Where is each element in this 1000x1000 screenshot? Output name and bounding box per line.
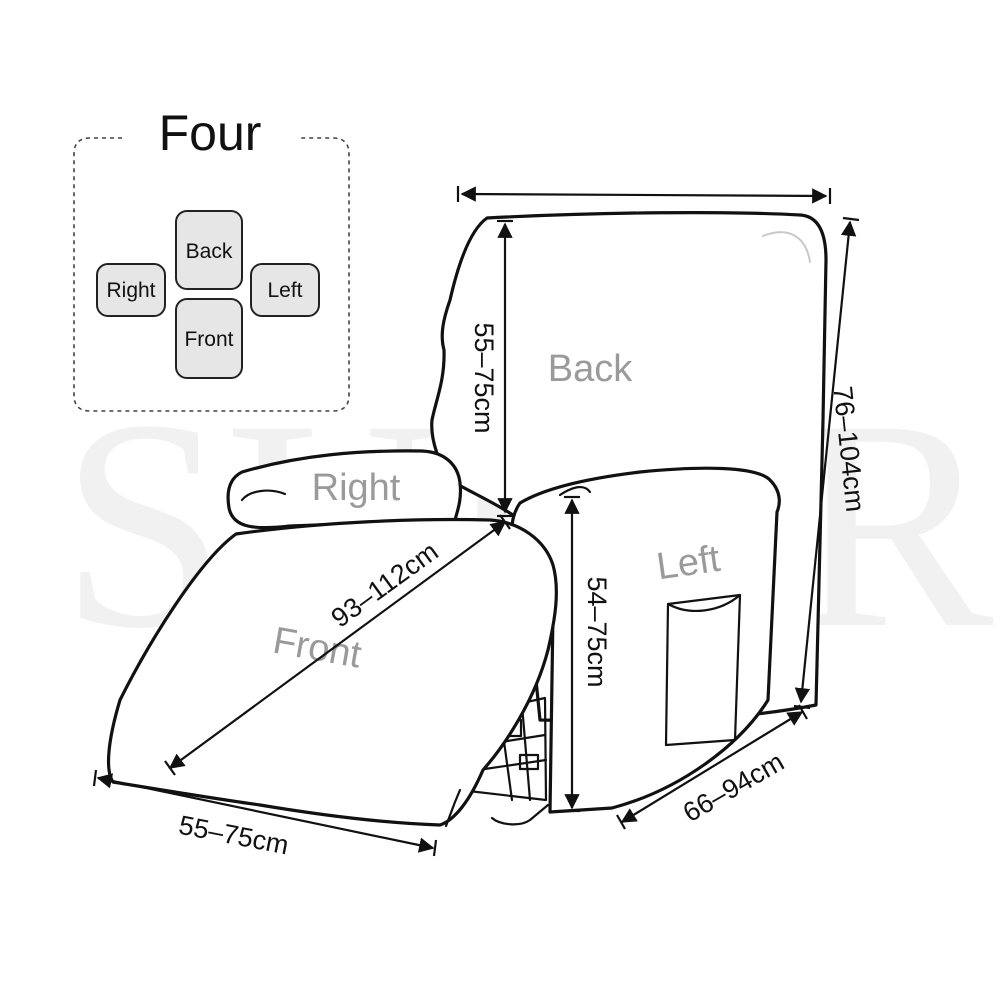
legend-key-left xyxy=(250,263,320,317)
dim-cap-total-height-bottom xyxy=(793,704,811,710)
dim-line-depth xyxy=(620,711,804,823)
legend-key-back-label: Back xyxy=(186,240,233,263)
part-label-right: Right xyxy=(312,467,401,509)
right-arm-seam xyxy=(240,489,287,502)
part-label-left: Left xyxy=(654,538,723,588)
dim-cap-depth-left xyxy=(616,814,626,830)
right-arm-shape xyxy=(226,449,463,530)
legend-key-front xyxy=(175,298,243,379)
dim-arm-height-text: 54–75cm xyxy=(582,576,612,687)
dim-cap-total-height-top xyxy=(842,216,860,222)
legend-key-back xyxy=(175,210,243,290)
dimension-lines xyxy=(92,186,860,857)
legend-key-right xyxy=(96,263,166,317)
legend-title: Four xyxy=(159,105,262,161)
left-arm-seam xyxy=(558,486,592,497)
dim-line-total-height xyxy=(794,220,857,704)
legend-panel: Four Back Right Left Front xyxy=(73,105,350,412)
legend-key-right-label: Right xyxy=(106,279,155,302)
dim-line-footrest-width xyxy=(96,773,435,853)
part-label-back: Back xyxy=(548,348,633,390)
dim-cap-front-length-top xyxy=(499,514,511,530)
dim-footrest-width-text: 55–75cm xyxy=(176,810,291,861)
dim-line-front-length xyxy=(168,521,507,769)
legend-border xyxy=(73,137,350,412)
legend-key-left-label: Left xyxy=(267,279,302,302)
dim-cap-footrest-width-right xyxy=(432,839,438,857)
legend-key-front-label: Front xyxy=(184,328,233,351)
dim-back-height-text: 55–75cm xyxy=(469,322,499,433)
dim-cap-footrest-width-left xyxy=(92,769,98,787)
dim-line-top-width xyxy=(460,186,828,204)
dim-cap-depth-right xyxy=(798,704,808,720)
footrest-edge xyxy=(444,788,462,828)
dim-cap-front-length-bottom xyxy=(164,760,176,776)
